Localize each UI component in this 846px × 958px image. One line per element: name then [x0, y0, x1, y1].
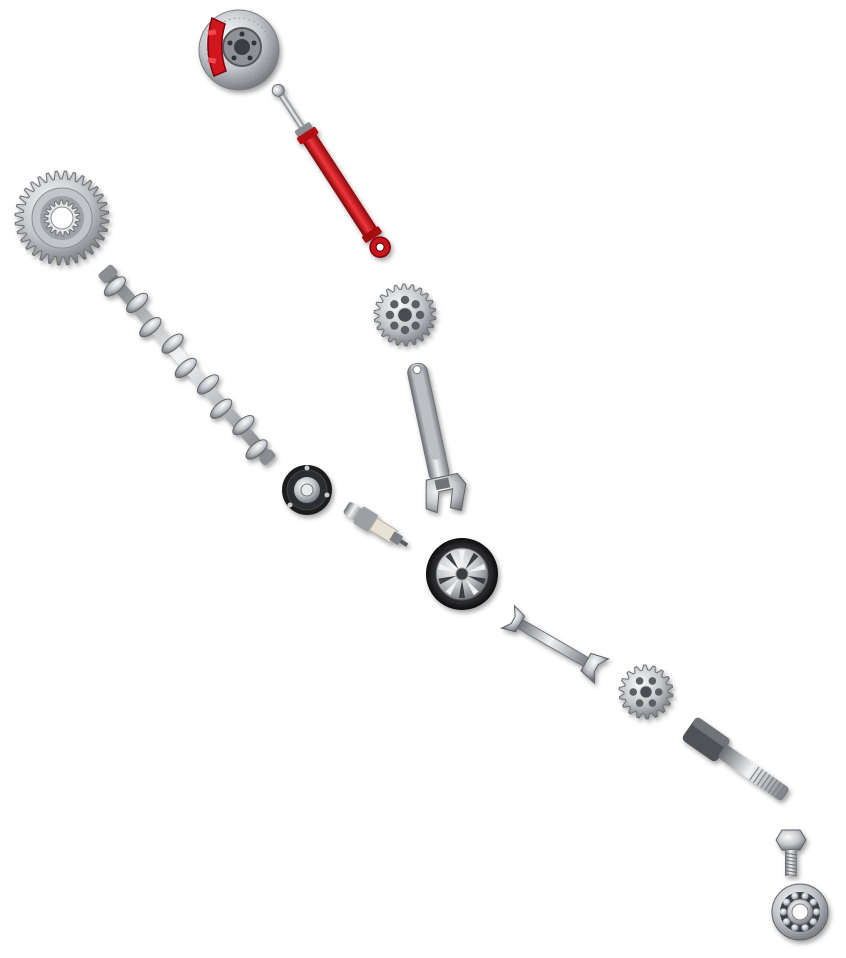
wrench-icon — [500, 604, 610, 685]
spark-plug-icon — [343, 502, 409, 547]
gear-icon — [14, 170, 110, 266]
bearing-icon — [771, 883, 829, 941]
drive-shaft-icon — [682, 717, 789, 801]
pulley-icon — [373, 283, 437, 347]
brake-disc-icon — [198, 9, 280, 91]
bolt-icon — [775, 829, 807, 877]
wheel-icon — [426, 538, 498, 610]
sprocket-icon — [618, 664, 674, 720]
strut-mount-icon — [282, 465, 332, 515]
camshaft-icon — [98, 264, 276, 466]
shock-absorber-icon — [271, 83, 391, 258]
adjustable-wrench-icon — [407, 362, 467, 514]
